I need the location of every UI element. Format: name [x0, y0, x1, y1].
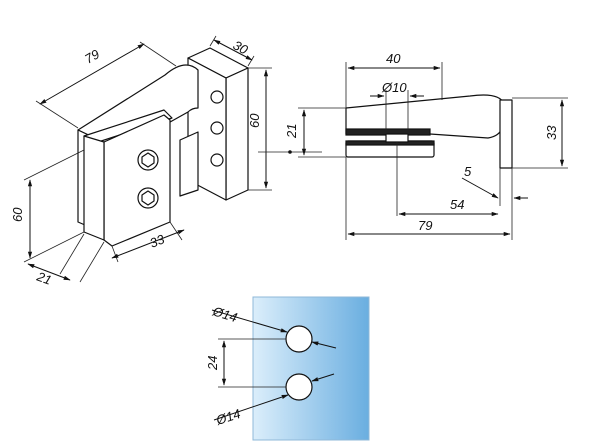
glass-hole-bottom	[285, 373, 313, 401]
dim-label-height-left: 60	[10, 207, 25, 222]
side-bore	[385, 133, 409, 143]
isometric-hinge-view: 79 30 60 60 21	[10, 35, 272, 288]
dim-label-bore: Ø10	[381, 80, 407, 95]
side-profile	[345, 94, 513, 169]
wall-plate-hole-mid	[210, 121, 224, 135]
clamp-screw-bottom-hex	[141, 190, 155, 206]
dim-label-spacing: 24	[205, 356, 220, 371]
dim-gap: 5	[461, 164, 528, 206]
dim-thickness: 21	[284, 107, 346, 158]
dim-height-right: 60	[247, 67, 272, 191]
dim-label-depth-top: 30	[231, 37, 251, 57]
dim-label-height-right: 60	[247, 113, 262, 128]
dim-height: 33	[512, 97, 568, 169]
dim-height-left: 60	[10, 149, 85, 263]
dim-label-height: 33	[544, 125, 559, 140]
dim-bore: Ø10	[370, 80, 424, 134]
wall-plate-hole-bottom	[210, 153, 224, 167]
wall-plate-hole-top	[210, 90, 224, 104]
dim-offset: 54	[396, 142, 499, 217]
dim-top-length: 40	[345, 51, 443, 108]
side-wall-plate	[499, 99, 513, 169]
dim-label-offset: 54	[450, 197, 464, 212]
dim-width-bottom: 33	[111, 221, 185, 263]
axis-point	[288, 150, 292, 154]
dim-label-width-top: 79	[82, 46, 102, 66]
glass-hole-top	[285, 325, 313, 353]
dim-label-width-bottom: 33	[148, 231, 168, 251]
dim-label-depth-bottom: 21	[34, 268, 54, 287]
dim-label-overall: 79	[418, 218, 432, 233]
dim-label-hole-bottom: Ø14	[213, 406, 242, 428]
clamp-screw-top-hex	[141, 152, 155, 168]
dim-label-gap: 5	[464, 164, 472, 179]
dim-overall: 79	[345, 157, 513, 240]
dim-depth-bottom: 21	[27, 233, 105, 288]
dim-label-hole-top: Ø14	[210, 303, 239, 325]
glass-panel	[252, 296, 370, 441]
dim-label-thickness: 21	[284, 124, 299, 139]
dim-hole-top: Ø14	[210, 303, 337, 349]
glass-clamp-plate	[83, 109, 173, 247]
dim-label-top-length: 40	[386, 51, 401, 66]
dim-width-top: 79	[35, 41, 177, 129]
side-hinge-view: 40 Ø10 21 33 5	[258, 51, 568, 240]
glass-hole-view: Ø14 24 Ø14	[205, 296, 370, 441]
dim-spacing: 24	[205, 338, 286, 388]
